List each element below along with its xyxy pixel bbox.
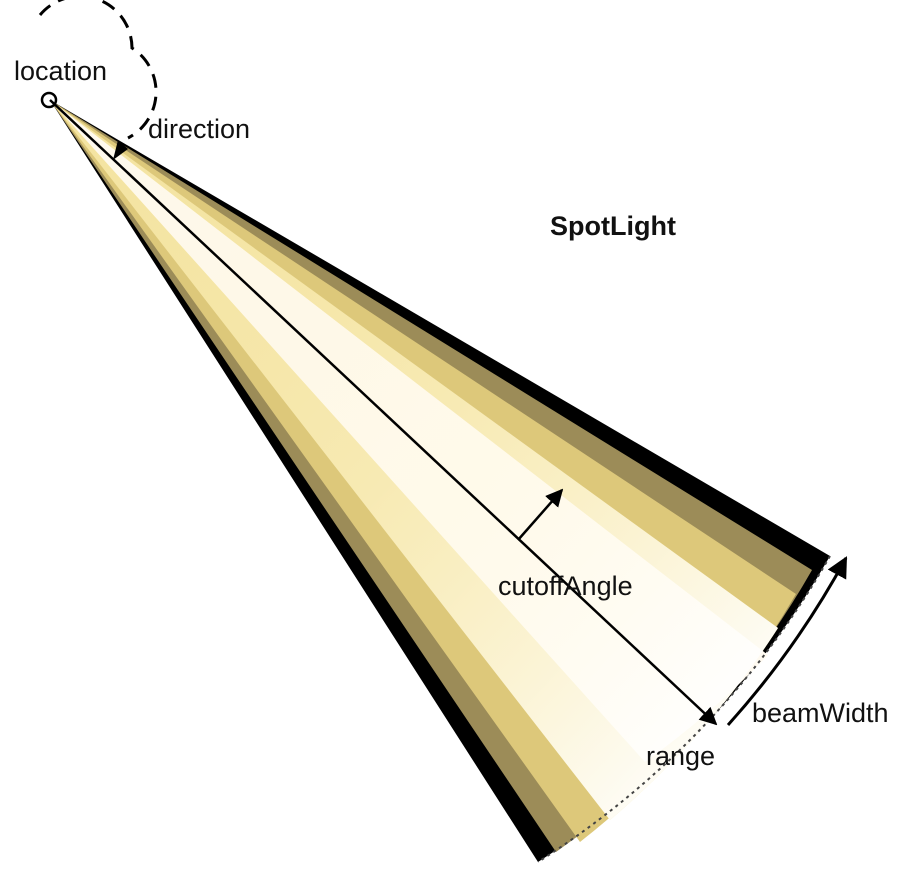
beam-width-label: beamWidth — [752, 698, 889, 728]
direction-arrowhead-icon — [113, 140, 128, 160]
direction-axis-line — [49, 99, 718, 726]
cutoff-angle-arrow — [517, 488, 564, 541]
range-label: range — [646, 741, 715, 771]
location-label: location — [14, 56, 107, 86]
cutoff-angle-label: cutoffAngle — [498, 571, 633, 601]
direction-rotation-arc — [38, 0, 158, 140]
spotlight-cone — [50, 100, 830, 862]
direction-label: direction — [148, 114, 250, 144]
cone-glow — [50, 100, 778, 820]
beam-width-arc — [726, 556, 848, 727]
diagram-title: SpotLight — [550, 211, 676, 241]
range-arc — [537, 555, 831, 863]
